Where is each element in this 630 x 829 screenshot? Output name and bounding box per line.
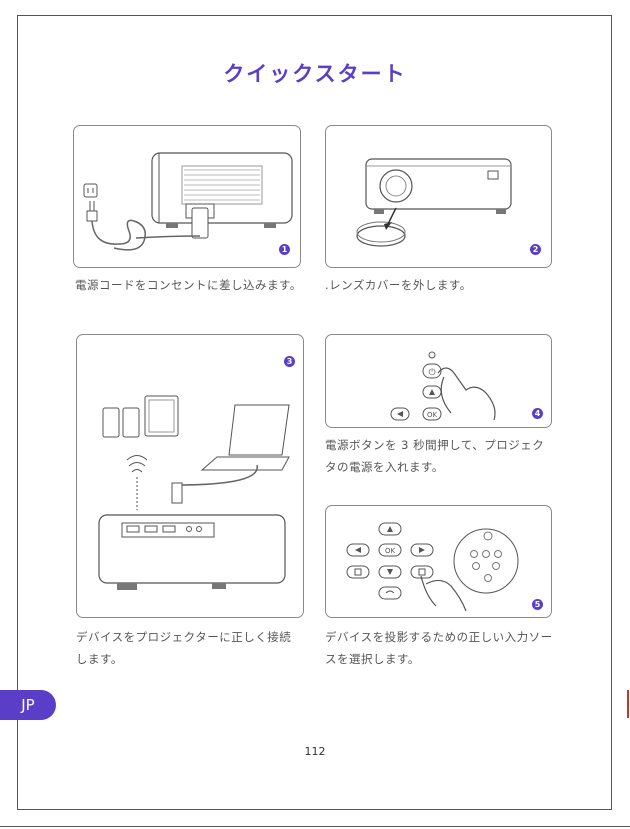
lens-cover-illustration [326, 126, 553, 269]
svg-text:OK: OK [385, 547, 396, 555]
language-tab: JP [0, 690, 56, 720]
step-5-caption: デバイスを投影するための正しい入力ソースを選択します。 [325, 626, 557, 670]
svg-text:OK: OK [427, 411, 438, 419]
bottom-rule [0, 826, 630, 827]
step-2-panel: 2 [325, 125, 552, 268]
device-connection-illustration [77, 335, 305, 619]
step-1-badge: 1 [279, 244, 290, 255]
step-4-panel: ⏻ OK 4 [325, 334, 552, 428]
step-1-panel: 1 [73, 125, 301, 268]
input-source-illustration: OK [326, 506, 553, 619]
power-button-illustration: ⏻ OK [326, 335, 553, 429]
step-1-caption: 電源コードをコンセントに差し込みます。 [75, 274, 315, 296]
power-cord-illustration [74, 126, 302, 269]
page-title: クイックスタート [0, 58, 630, 88]
side-marker [627, 690, 629, 718]
step-3-caption: デバイスをプロジェクターに正しく接続します。 [76, 626, 301, 670]
step-3-badge: 3 [284, 356, 295, 367]
step-5-panel: OK 5 [325, 505, 552, 618]
page-number: 112 [0, 745, 630, 758]
step-5-badge: 5 [532, 599, 543, 610]
step-2-badge: 2 [530, 244, 541, 255]
step-3-panel: 3 [76, 334, 304, 618]
step-2-caption: .レンズカバーを外します。 [325, 274, 565, 296]
step-4-badge: 4 [532, 408, 543, 419]
step-4-caption: 電源ボタンを 3 秒間押して、プロジェクタの電源を入れます。 [325, 434, 555, 478]
svg-text:⏻: ⏻ [428, 367, 435, 378]
